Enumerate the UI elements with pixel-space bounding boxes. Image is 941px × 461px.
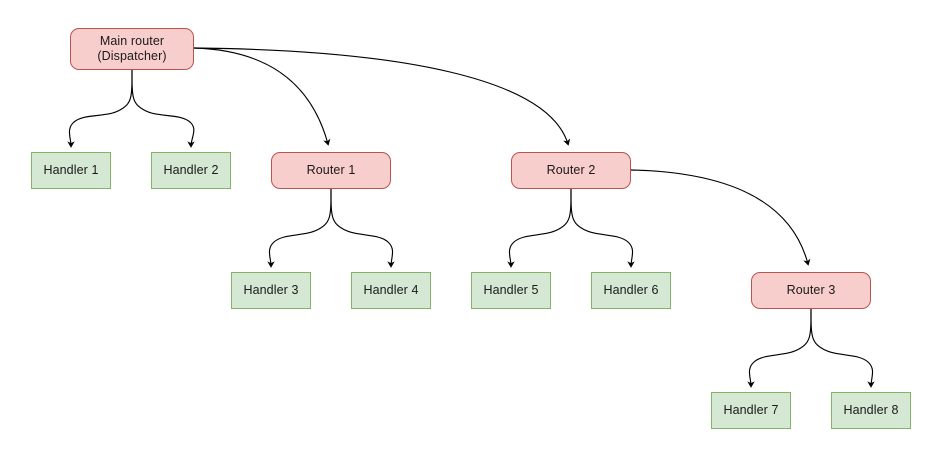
node-label-handler-5: Handler 5 xyxy=(483,283,539,297)
node-label-handler-2: Handler 2 xyxy=(163,163,219,177)
node-handler-8[interactable]: Handler 8 xyxy=(831,392,911,429)
node-handler-7[interactable]: Handler 7 xyxy=(711,392,791,429)
node-handler-3[interactable]: Handler 3 xyxy=(231,272,311,309)
edge-main-router-to-handler-1 xyxy=(67,69,133,148)
edge-router-2-to-handler-6 xyxy=(570,188,635,268)
edge-main-router-to-router-1 xyxy=(193,47,331,146)
node-label-handler-3: Handler 3 xyxy=(243,283,299,297)
node-label-handler-1: Handler 1 xyxy=(43,163,99,177)
node-label-router-2: Router 2 xyxy=(546,163,596,177)
node-router-1[interactable]: Router 1 xyxy=(271,152,391,189)
node-label-main-router: Main router (Dispatcher) xyxy=(97,34,167,63)
node-label-handler-8: Handler 8 xyxy=(843,403,899,417)
node-label-handler-7: Handler 7 xyxy=(723,403,779,417)
edge-router-2-to-router-3 xyxy=(630,169,811,266)
node-handler-1[interactable]: Handler 1 xyxy=(31,152,111,189)
node-label-router-3: Router 3 xyxy=(786,283,836,297)
edges-group xyxy=(67,47,875,388)
edge-router-3-to-handler-7 xyxy=(747,308,812,388)
node-handler-2[interactable]: Handler 2 xyxy=(151,152,231,189)
edge-router-1-to-handler-4 xyxy=(330,188,395,268)
node-handler-4[interactable]: Handler 4 xyxy=(351,272,431,309)
node-main-router[interactable]: Main router (Dispatcher) xyxy=(70,28,194,70)
edge-router-3-to-handler-8 xyxy=(810,308,875,388)
node-label-router-1: Router 1 xyxy=(306,163,356,177)
node-label-handler-6: Handler 6 xyxy=(603,283,659,297)
node-router-2[interactable]: Router 2 xyxy=(511,152,631,189)
edge-router-1-to-handler-3 xyxy=(267,188,332,268)
node-label-handler-4: Handler 4 xyxy=(363,283,419,297)
edge-main-router-to-handler-2 xyxy=(131,69,195,148)
edge-main-router-to-router-2 xyxy=(193,47,571,146)
edge-router-2-to-handler-5 xyxy=(507,188,572,268)
node-handler-6[interactable]: Handler 6 xyxy=(591,272,671,309)
node-router-3[interactable]: Router 3 xyxy=(751,272,871,309)
node-handler-5[interactable]: Handler 5 xyxy=(471,272,551,309)
